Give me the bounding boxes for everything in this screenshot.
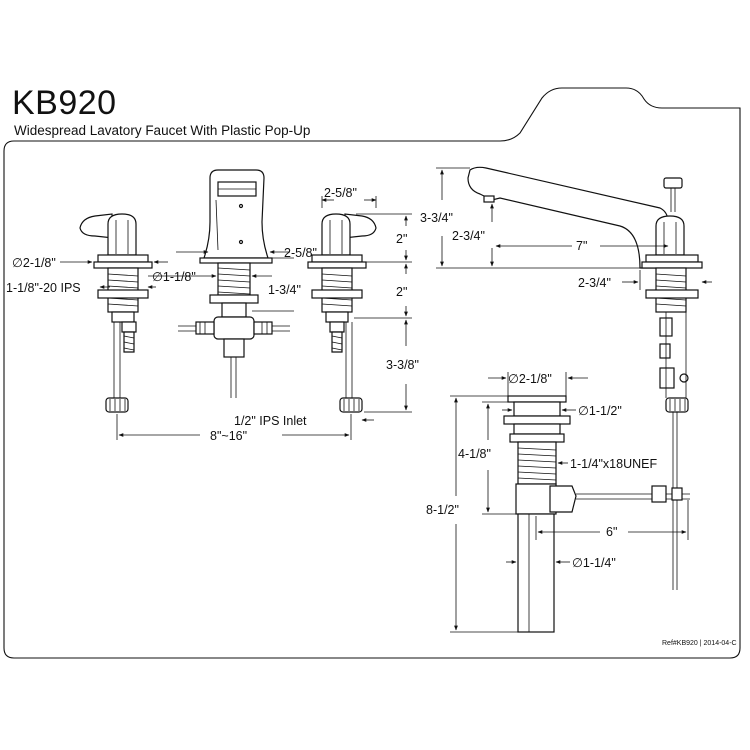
dim-spout-to-center: 2-3/4" xyxy=(578,276,611,290)
dimension-labels: ∅2-1/8" 1-1/8"-20 IPS ∅1-1/8" 2-5/8" 2-5… xyxy=(6,186,657,570)
dim-drain-thread: 1-1/4"x18UNEF xyxy=(570,457,657,471)
dim-spout-height: 3-3/4" xyxy=(420,211,453,225)
dim-tailpiece-dia: ∅1-1/4" xyxy=(572,556,616,570)
dim-handle-flange-dia: ∅2-1/8" xyxy=(12,256,56,270)
dim-shank-upper: 2" xyxy=(396,285,407,299)
pop-up-drain xyxy=(503,395,690,633)
dim-drain-total-length: 8-1/2" xyxy=(426,503,459,517)
dim-spread: 8"~16" xyxy=(210,429,247,443)
center-spout-valve xyxy=(178,169,290,398)
dim-shank-lower: 3-3/8" xyxy=(386,358,419,372)
model-number: KB920 xyxy=(12,84,117,122)
dim-spout-reach: 7" xyxy=(576,239,587,253)
dim-pivot-rod: 6" xyxy=(606,525,617,539)
right-handle-valve xyxy=(307,213,377,413)
dim-spout-outlet-height: 2-3/4" xyxy=(452,229,485,243)
dim-drain-upper-length: 4-1/8" xyxy=(458,447,491,461)
dim-handle-width: 2-5/8" xyxy=(324,186,357,200)
dim-valve-body-dia: ∅1-1/8" xyxy=(152,270,196,284)
left-handle-valve xyxy=(79,213,153,413)
spout-side-view xyxy=(467,166,703,590)
dim-inlet: 1/2" IPS Inlet xyxy=(234,414,307,428)
sheet-frame xyxy=(3,87,741,659)
dim-drain-top-dia: ∅1-1/2" xyxy=(578,404,622,418)
reference-code: Ref#KB920 | 2014-04-C xyxy=(662,640,737,647)
dim-handle-thread: 1-1/8"-20 IPS xyxy=(6,281,81,295)
dimension-lines xyxy=(60,167,712,633)
dim-handle-top: 2" xyxy=(396,232,407,246)
product-description: Widespread Lavatory Faucet With Plastic … xyxy=(14,123,311,138)
dim-drain-flange-dia: ∅2-1/8" xyxy=(508,372,552,386)
dim-handle-height: 2-5/8" xyxy=(284,246,317,260)
dim-spout-valve-height: 1-3/4" xyxy=(268,283,301,297)
